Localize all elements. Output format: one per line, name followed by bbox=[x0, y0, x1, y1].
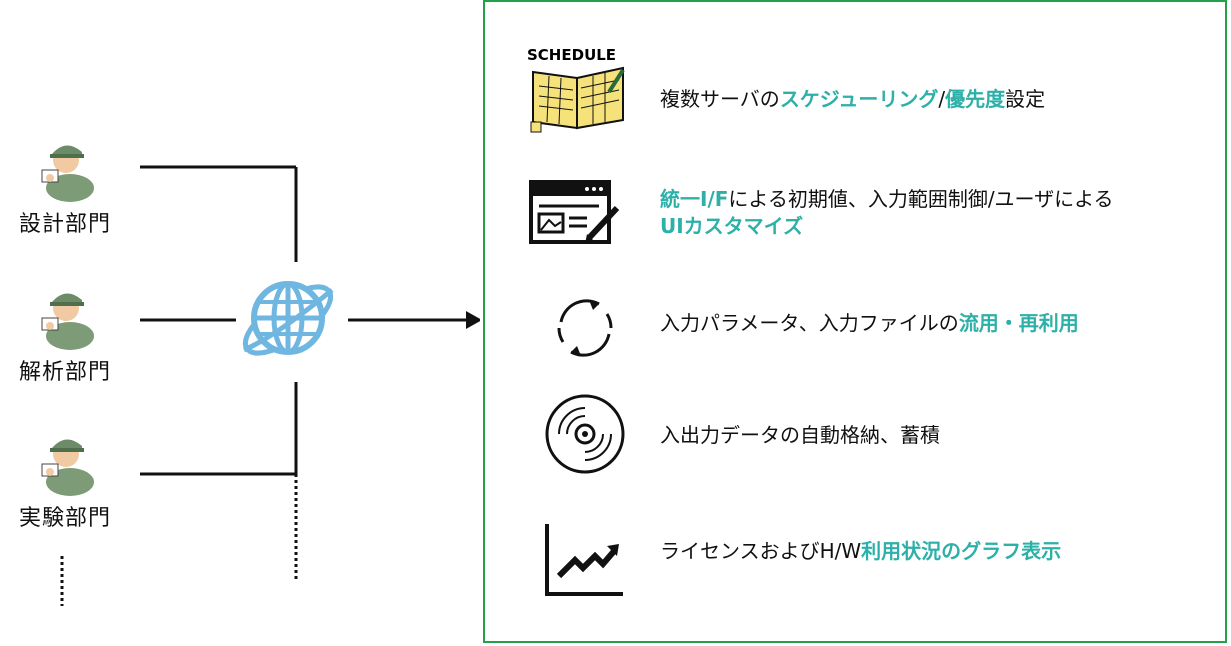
connector-lines bbox=[60, 165, 480, 606]
highlight-text: スケジューリング bbox=[779, 87, 939, 111]
plain-text: による初期値、入力範囲制御/ユーザによる bbox=[728, 187, 1114, 211]
highlight-text: 統一I/F bbox=[660, 187, 729, 211]
browser-form-icon bbox=[529, 180, 620, 244]
feature-text-line: 統一I/Fによる初期値、入力範囲制御/ユーザによる bbox=[660, 186, 1114, 213]
schedule-label: SCHEDULE bbox=[527, 46, 616, 64]
department-design: 設計部門 bbox=[10, 134, 120, 238]
feature-text-line: 入出力データの自動格納、蓄積 bbox=[660, 422, 940, 449]
highlight-text: UIカスタマイズ bbox=[660, 214, 804, 238]
schedule-book-icon: SCHEDULE bbox=[527, 46, 625, 133]
department-label: 解析部門 bbox=[18, 360, 111, 385]
worker-reading-icon bbox=[41, 439, 94, 496]
department-experiment: 実験部門 bbox=[10, 428, 120, 532]
refresh-cycle-icon bbox=[557, 299, 613, 357]
feature-text: ライセンスおよびH/W利用状況のグラフ表示 bbox=[660, 538, 1061, 565]
highlight-text: 利用状況のグラフ表示 bbox=[861, 539, 1062, 563]
feature-panel: SCHEDULE 複数サーバのスケジューリング/優先度設定 bbox=[483, 0, 1227, 643]
feature-text-line: ライセンスおよびH/W利用状況のグラフ表示 bbox=[660, 538, 1061, 565]
highlight-text: 優先度 bbox=[945, 87, 1006, 111]
plain-text: 設定 bbox=[1005, 87, 1046, 111]
globe-icon bbox=[242, 281, 334, 356]
department-label: 設計部門 bbox=[18, 212, 111, 237]
disc-storage-icon bbox=[545, 394, 625, 474]
plain-text: 複数サーバの bbox=[660, 87, 780, 111]
feature-text: 複数サーバのスケジューリング/優先度設定 bbox=[660, 86, 1045, 113]
worker-reading-icon bbox=[41, 145, 94, 202]
feature-text: 入力パラメータ、入力ファイルの流用・再利用 bbox=[660, 310, 1079, 337]
feature-text-line: 入力パラメータ、入力ファイルの流用・再利用 bbox=[660, 310, 1079, 337]
trend-chart-icon bbox=[545, 524, 623, 596]
department-analysis: 解析部門 bbox=[10, 282, 120, 386]
plain-text: / bbox=[938, 87, 946, 111]
highlight-text: 流用・再利用 bbox=[958, 311, 1079, 335]
feature-text-line: UIカスタマイズ bbox=[660, 213, 1114, 240]
plain-text: 入力パラメータ、入力ファイルの bbox=[660, 311, 959, 335]
plain-text: 入出力データの自動格納、蓄積 bbox=[660, 423, 940, 447]
department-label: 実験部門 bbox=[18, 506, 111, 531]
feature-text: 入出力データの自動格納、蓄積 bbox=[660, 422, 940, 449]
feature-text-line: 複数サーバのスケジューリング/優先度設定 bbox=[660, 86, 1045, 113]
plain-text: ライセンスおよびH/W bbox=[660, 539, 862, 563]
worker-reading-icon bbox=[41, 293, 94, 350]
